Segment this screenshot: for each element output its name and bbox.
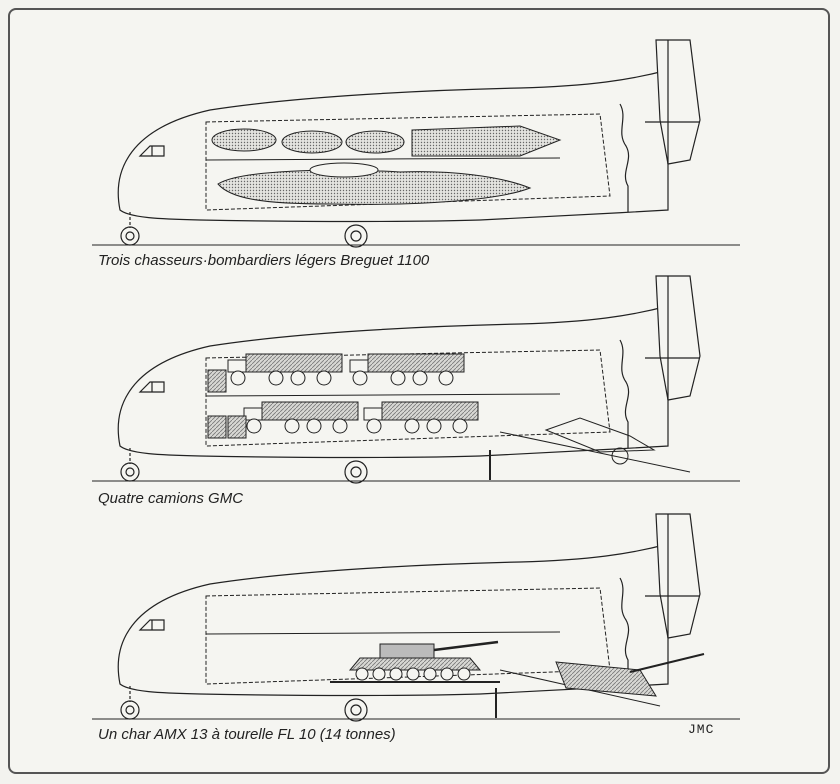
jet-fuselage-upper-2 [281, 130, 343, 154]
truck-wheel-1 [246, 418, 262, 434]
truck-wheel-3 [412, 370, 428, 386]
truck-cab [349, 359, 369, 373]
tank-gun [433, 640, 499, 652]
amx-13-tank [348, 640, 499, 681]
truck-cab [227, 359, 247, 373]
jeep-wheel [611, 447, 629, 465]
crate-3 [227, 415, 247, 439]
tank-roadwheel-3 [389, 667, 403, 681]
aircraft-fuselage [117, 39, 701, 248]
crate-2 [207, 415, 227, 439]
cargo-hold [205, 113, 611, 211]
artist-signature: JMC [688, 722, 715, 737]
truck-wheel-1 [366, 418, 382, 434]
truck-wheel-4 [316, 370, 332, 386]
drop-tank [309, 162, 379, 178]
truck-body [245, 353, 343, 373]
tank-on-ramp [555, 661, 657, 697]
ramp-tank-gun [629, 653, 705, 673]
jeep-outline [544, 417, 656, 453]
truck-cab [363, 407, 383, 421]
panel-caption-trucks: Quatre camions GMC [98, 490, 244, 507]
gmc-truck-1 [227, 353, 343, 386]
truck-wheel-3 [306, 418, 322, 434]
tank-roadwheel-1 [355, 667, 369, 681]
panel-1 [92, 39, 740, 248]
truck-wheel-4 [452, 418, 468, 434]
truck-body [367, 353, 465, 373]
tank-roadwheel-2 [372, 667, 386, 681]
truck-wheel-2 [404, 418, 420, 434]
upper-deck-floor [205, 631, 561, 635]
crate-1 [207, 369, 227, 393]
jet-upper-complete [411, 125, 562, 157]
tank-turret [379, 643, 435, 659]
truck-wheel-2 [284, 418, 300, 434]
loading-ramp [499, 431, 691, 473]
tank-roadwheel-7 [457, 667, 471, 681]
truck-body [381, 401, 479, 421]
truck-wheel-1 [352, 370, 368, 386]
gmc-truck-4 [363, 401, 479, 434]
truck-wheel-1 [230, 370, 246, 386]
panel-3 [92, 513, 740, 722]
panel-2 [92, 275, 740, 484]
truck-cab [243, 407, 263, 421]
truck-body [261, 401, 359, 421]
tank-roadwheel-5 [423, 667, 437, 681]
jet-fuselage-upper-1 [211, 128, 277, 152]
hold-outline [205, 349, 611, 447]
panel-caption-jets: Trois chasseurs·bombardiers légers Bregu… [98, 252, 430, 269]
tank-roadwheel-4 [406, 667, 420, 681]
jet-fuselage-upper-3 [345, 130, 405, 154]
upper-deck-floor [205, 393, 561, 397]
tank-roadwheel-6 [440, 667, 454, 681]
truck-wheel-3 [426, 418, 442, 434]
cargo-hold [205, 349, 611, 447]
gmc-truck-3 [243, 401, 359, 434]
truck-wheel-4 [332, 418, 348, 434]
truck-wheel-2 [390, 370, 406, 386]
hold-outline [205, 113, 611, 211]
truck-wheel-4 [438, 370, 454, 386]
panel-caption-tank: Un char AMX 13 à tourelle FL 10 (14 tonn… [98, 726, 396, 743]
truck-wheel-3 [290, 370, 306, 386]
upper-deck-floor [205, 157, 561, 161]
gmc-truck-2 [349, 353, 465, 386]
truck-wheel-2 [268, 370, 284, 386]
